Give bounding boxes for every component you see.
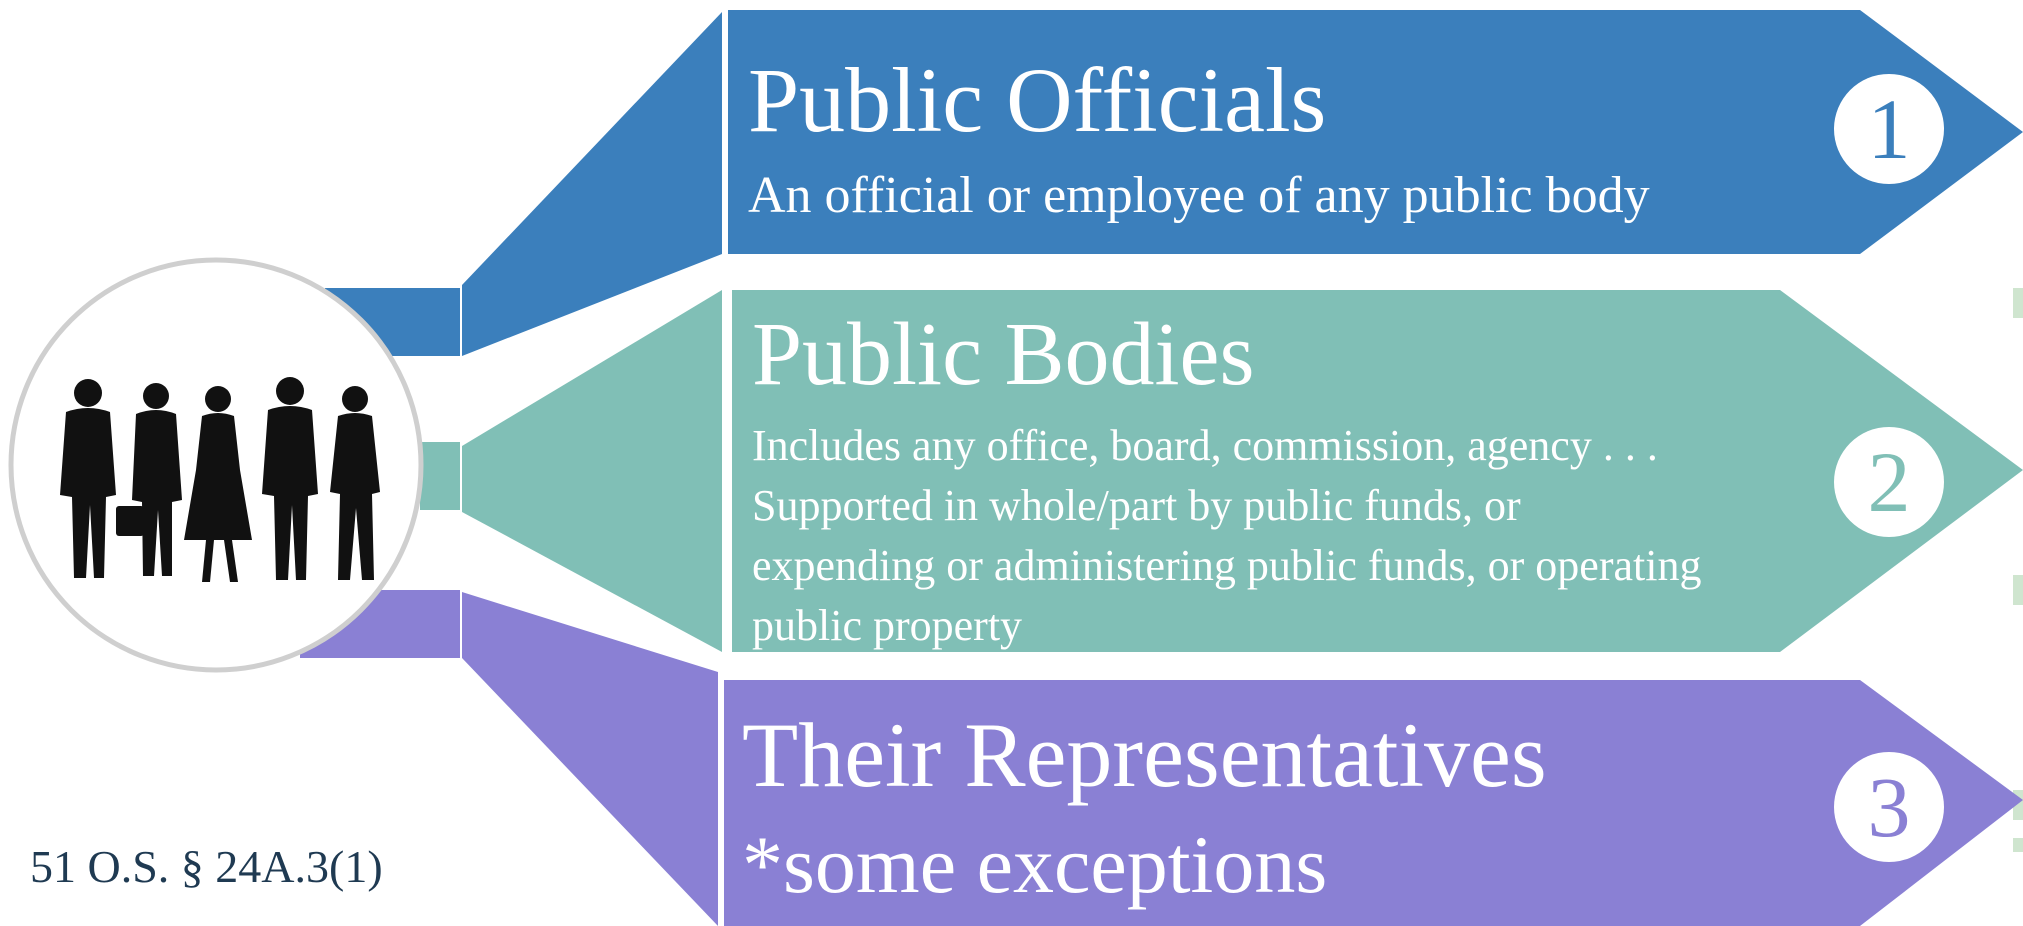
side-mark: [2013, 288, 2023, 318]
connector-stub-2: [420, 442, 460, 510]
connector-fan-1: [462, 12, 722, 356]
item-2-number-badge: 2: [1834, 427, 1944, 537]
people-silhouettes-icon: [60, 377, 380, 582]
side-mark: [2013, 838, 2023, 852]
item-2-title: Public Bodies: [752, 305, 1255, 404]
arrow-band-1: [728, 10, 2023, 254]
item-1-number-badge: 1: [1834, 74, 1944, 184]
item-1-description: An official or employee of any public bo…: [748, 167, 1650, 224]
item-2-description-line: expending or administering public funds,…: [752, 541, 1702, 590]
band-public-bodies: [420, 290, 2023, 652]
people-badge: [8, 257, 424, 673]
item-2-description-line: Supported in whole/part by public funds,…: [752, 481, 1521, 530]
arrow-band-2: [732, 290, 2023, 652]
arrow-band-3: [724, 680, 2023, 926]
item-1-title: Public Officials: [748, 49, 1327, 151]
side-mark: [2013, 575, 2023, 605]
band-public-officials: [325, 10, 2023, 356]
item-2-description-line: public property: [752, 601, 1023, 650]
side-mark: [2013, 790, 2023, 820]
item-3-number-badge: 3: [1834, 752, 1944, 862]
legal-citation: 51 O.S. § 24A.3(1): [30, 841, 383, 892]
item-2-description-line: Includes any office, board, commission, …: [752, 421, 1658, 470]
connector-fan-2: [462, 290, 722, 652]
item-3-title: Their Representatives: [742, 704, 1547, 806]
connector-fan-3: [462, 592, 718, 926]
item-3-description: *some exceptions: [742, 819, 1328, 910]
item-2-description: Includes any office, board, commission, …: [752, 416, 1701, 656]
